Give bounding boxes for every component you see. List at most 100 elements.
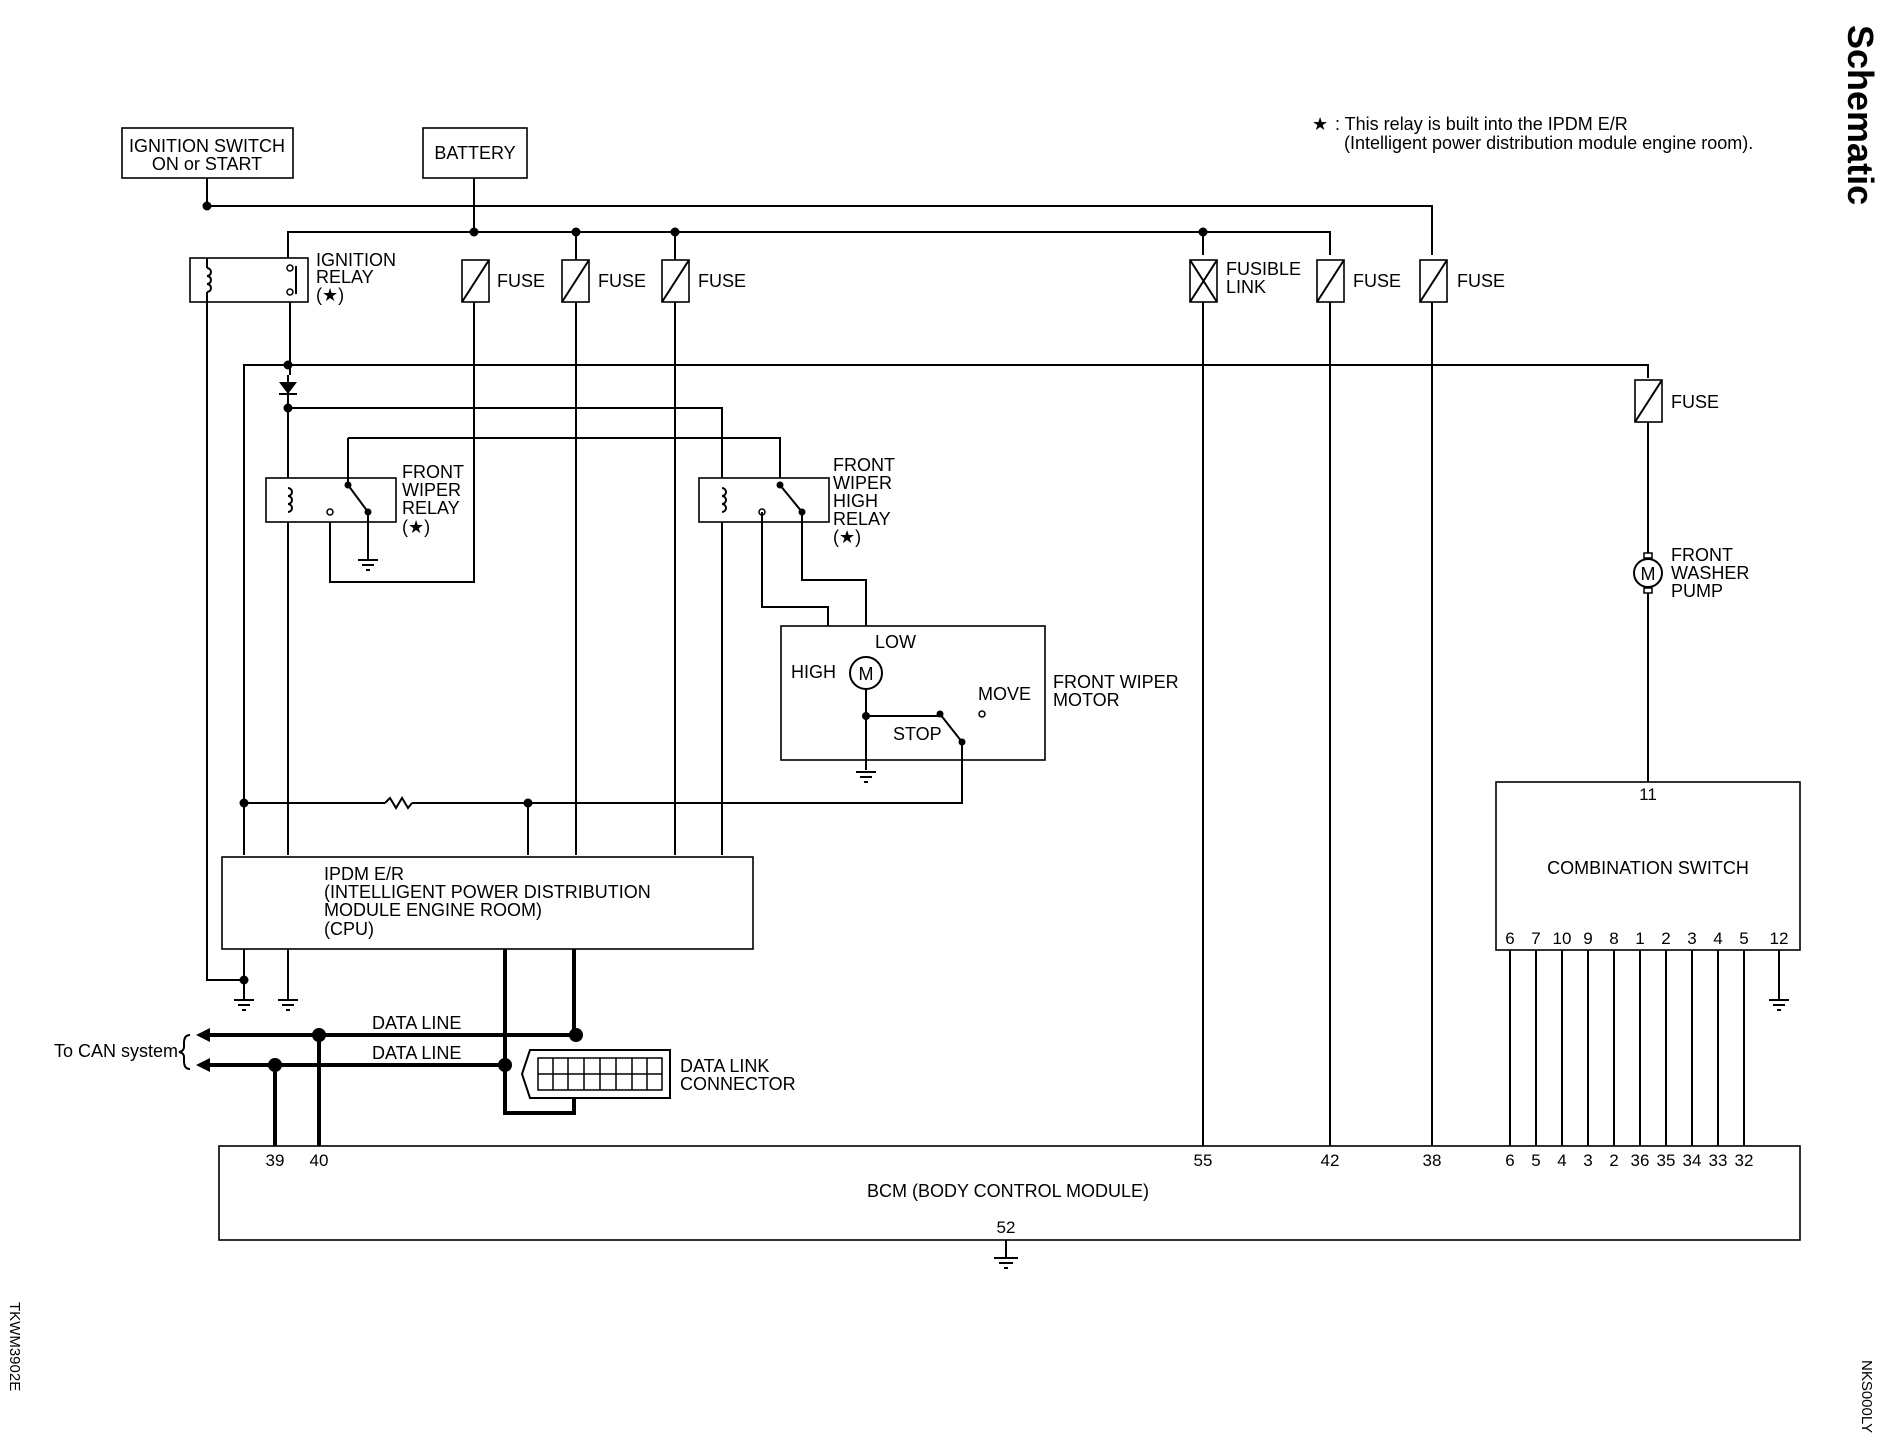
combo-pin-label: 9 bbox=[1583, 929, 1592, 948]
fuse-3: FUSE bbox=[661, 259, 746, 303]
bcm-pin-label: 36 bbox=[1631, 1151, 1650, 1170]
wiper-motor-ground-icon bbox=[856, 771, 876, 783]
ipdm-label-2: (INTELLIGENT POWER DISTRIBUTION bbox=[324, 882, 651, 902]
ignition-switch-label-2: ON or START bbox=[152, 154, 262, 174]
combo-switch-label: COMBINATION SWITCH bbox=[1547, 858, 1749, 878]
combo-to-bcm-wires bbox=[1509, 950, 1745, 1146]
bcm-pin-label: 42 bbox=[1321, 1151, 1340, 1170]
bcm-pin-label: 35 bbox=[1657, 1151, 1676, 1170]
combo-pin-label: 2 bbox=[1661, 929, 1670, 948]
resistor-icon bbox=[384, 796, 413, 810]
front-washer-pump: M FRONT WASHER PUMP bbox=[1633, 545, 1749, 601]
ignition-switch-label-1: IGNITION SWITCH bbox=[129, 136, 285, 156]
bcm-pin-label: 55 bbox=[1194, 1151, 1213, 1170]
fuse-4-label: FUSE bbox=[1353, 271, 1401, 291]
can-arrow-1 bbox=[196, 1028, 210, 1042]
bcm-pin-label: 38 bbox=[1423, 1151, 1442, 1170]
fuse-5: FUSE bbox=[1419, 259, 1505, 303]
bcm-pin-label: 34 bbox=[1683, 1151, 1702, 1170]
data-line-label-2: DATA LINE bbox=[372, 1043, 461, 1063]
washer-fuse: FUSE bbox=[1634, 379, 1719, 423]
can-arrow-2 bbox=[196, 1058, 210, 1072]
bcm-pin-label: 32 bbox=[1735, 1151, 1754, 1170]
ignition-relay-label-1: IGNITION bbox=[316, 250, 396, 270]
combo-ground-icon bbox=[1769, 999, 1789, 1011]
combo-pin-label: 5 bbox=[1739, 929, 1748, 948]
motor-stop-label: STOP bbox=[893, 724, 942, 744]
ignition-switch: IGNITION SWITCH ON or START bbox=[121, 127, 294, 179]
battery: BATTERY bbox=[422, 127, 528, 179]
park-switch-icon bbox=[939, 713, 963, 743]
motor-move-label: MOVE bbox=[978, 684, 1031, 704]
code-left: TKWM3902E bbox=[6, 1302, 23, 1391]
footnote-line2: (Intelligent power distribution module e… bbox=[1344, 133, 1753, 153]
combo-pin-11: 11 bbox=[1639, 785, 1657, 804]
high-relay-label-4: RELAY bbox=[833, 509, 891, 529]
dlc-label-1: DATA LINK bbox=[680, 1056, 769, 1076]
combo-pin-label: 3 bbox=[1687, 929, 1696, 948]
wiper-relay-label-4: (★) bbox=[402, 517, 430, 537]
ipdm-ground-icon-1 bbox=[234, 999, 254, 1011]
motor-high-label: HIGH bbox=[791, 662, 836, 682]
footnote-line1: : This relay is built into the IPDM E/R bbox=[1335, 114, 1628, 134]
motor-low-label: LOW bbox=[875, 632, 916, 652]
high-relay-coil-icon bbox=[721, 487, 727, 513]
ignition-relay-label-2: RELAY bbox=[316, 267, 374, 287]
high-relay-label-2: WIPER bbox=[833, 473, 892, 493]
wiper-relay-contact-icon bbox=[347, 484, 369, 513]
fusible-link: FUSIBLE LINK bbox=[1189, 259, 1301, 303]
wiper-relay-label-1: FRONT bbox=[402, 462, 464, 482]
fusible-link-label-2: LINK bbox=[1226, 277, 1266, 297]
wiper-relay-label-3: RELAY bbox=[402, 498, 460, 518]
wiper-motor-label-1: FRONT WIPER bbox=[1053, 672, 1179, 692]
main-wires bbox=[206, 302, 1649, 1146]
bcm-pin-label: 40 bbox=[310, 1151, 329, 1170]
front-wiper-motor: M LOW HIGH MOVE STOP FRONT WIPER MOTOR bbox=[534, 625, 1179, 804]
side-title: Schematic bbox=[1840, 25, 1881, 205]
wiper-motor-label-2: MOTOR bbox=[1053, 690, 1120, 710]
high-relay-label-1: FRONT bbox=[833, 455, 895, 475]
can-data-lines: DATA LINE DATA LINE To CAN system bbox=[54, 949, 583, 1146]
combo-pin-label: 12 bbox=[1770, 929, 1789, 948]
fuse-1: FUSE bbox=[461, 259, 545, 303]
washer-pump-label-3: PUMP bbox=[1671, 581, 1723, 601]
high-relay-label-3: HIGH bbox=[833, 491, 878, 511]
high-relay-label-5: (★) bbox=[833, 527, 861, 547]
fuse-3-label: FUSE bbox=[698, 271, 746, 291]
bcm-pin-label: 2 bbox=[1609, 1151, 1618, 1170]
washer-pump-label-2: WASHER bbox=[1671, 563, 1749, 583]
bcm-label: BCM (BODY CONTROL MODULE) bbox=[867, 1181, 1149, 1201]
fuse-5-label: FUSE bbox=[1457, 271, 1505, 291]
code-right: NKS000LY bbox=[1858, 1360, 1875, 1433]
combo-pin-label: 8 bbox=[1609, 929, 1618, 948]
combo-pin-label: 4 bbox=[1713, 929, 1722, 948]
wiper-relay-label-2: WIPER bbox=[402, 480, 461, 500]
bcm-pin-label: 6 bbox=[1505, 1151, 1514, 1170]
ipdm-grounds bbox=[234, 949, 298, 1011]
washer-pump-icon bbox=[1633, 558, 1663, 588]
fuse-1-label: FUSE bbox=[497, 271, 545, 291]
ignition-relay: IGNITION RELAY (★) bbox=[189, 250, 396, 305]
bcm-pin-label: 39 bbox=[266, 1151, 285, 1170]
fusible-link-label-1: FUSIBLE bbox=[1226, 259, 1301, 279]
dlc-label-2: CONNECTOR bbox=[680, 1074, 796, 1094]
bcm-pin-52: 52 bbox=[997, 1218, 1016, 1237]
bcm-pin-label: 3 bbox=[1583, 1151, 1592, 1170]
ipdm-label-1: IPDM E/R bbox=[324, 864, 404, 884]
combo-pin-label: 6 bbox=[1505, 929, 1514, 948]
wiper-relay-coil-icon bbox=[287, 487, 293, 513]
bcm-ground-icon bbox=[994, 1257, 1018, 1269]
supply-wires bbox=[202, 178, 1433, 260]
wiper-motor-m: M bbox=[859, 664, 874, 684]
footnote-star: ★ bbox=[1312, 114, 1328, 134]
data-line-label-1: DATA LINE bbox=[372, 1013, 461, 1033]
ignition-relay-coil-icon bbox=[206, 267, 212, 293]
bcm-pin-label: 33 bbox=[1709, 1151, 1728, 1170]
wiper-relay-ground-icon bbox=[358, 559, 378, 571]
bcm: BCM (BODY CONTROL MODULE) 52 39 40 55 42 38 6… bbox=[218, 1145, 1801, 1269]
ipdm-label-4: (CPU) bbox=[324, 919, 374, 939]
